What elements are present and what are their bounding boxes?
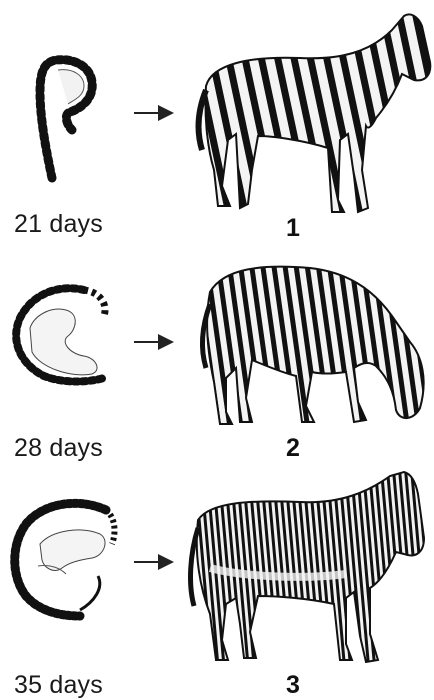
stage-row-2: 28 days 2 — [0, 232, 434, 464]
stage-number-label: 2 — [286, 434, 300, 463]
stage-age-label: 35 days — [14, 671, 103, 700]
stage-age-label: 28 days — [14, 434, 103, 463]
zebra-1-image — [199, 14, 431, 212]
embryo-28-days-image — [16, 288, 105, 381]
stage-row-3: 35 days 3 — [0, 464, 434, 696]
zebra-2-image — [203, 267, 424, 424]
zebra-3-image — [191, 472, 424, 662]
stage-row-1: 21 days 1 — [0, 0, 434, 232]
embryo-21-days-image — [40, 60, 92, 178]
stage-number-label: 3 — [286, 671, 300, 700]
embryo-35-days-image — [15, 503, 115, 616]
